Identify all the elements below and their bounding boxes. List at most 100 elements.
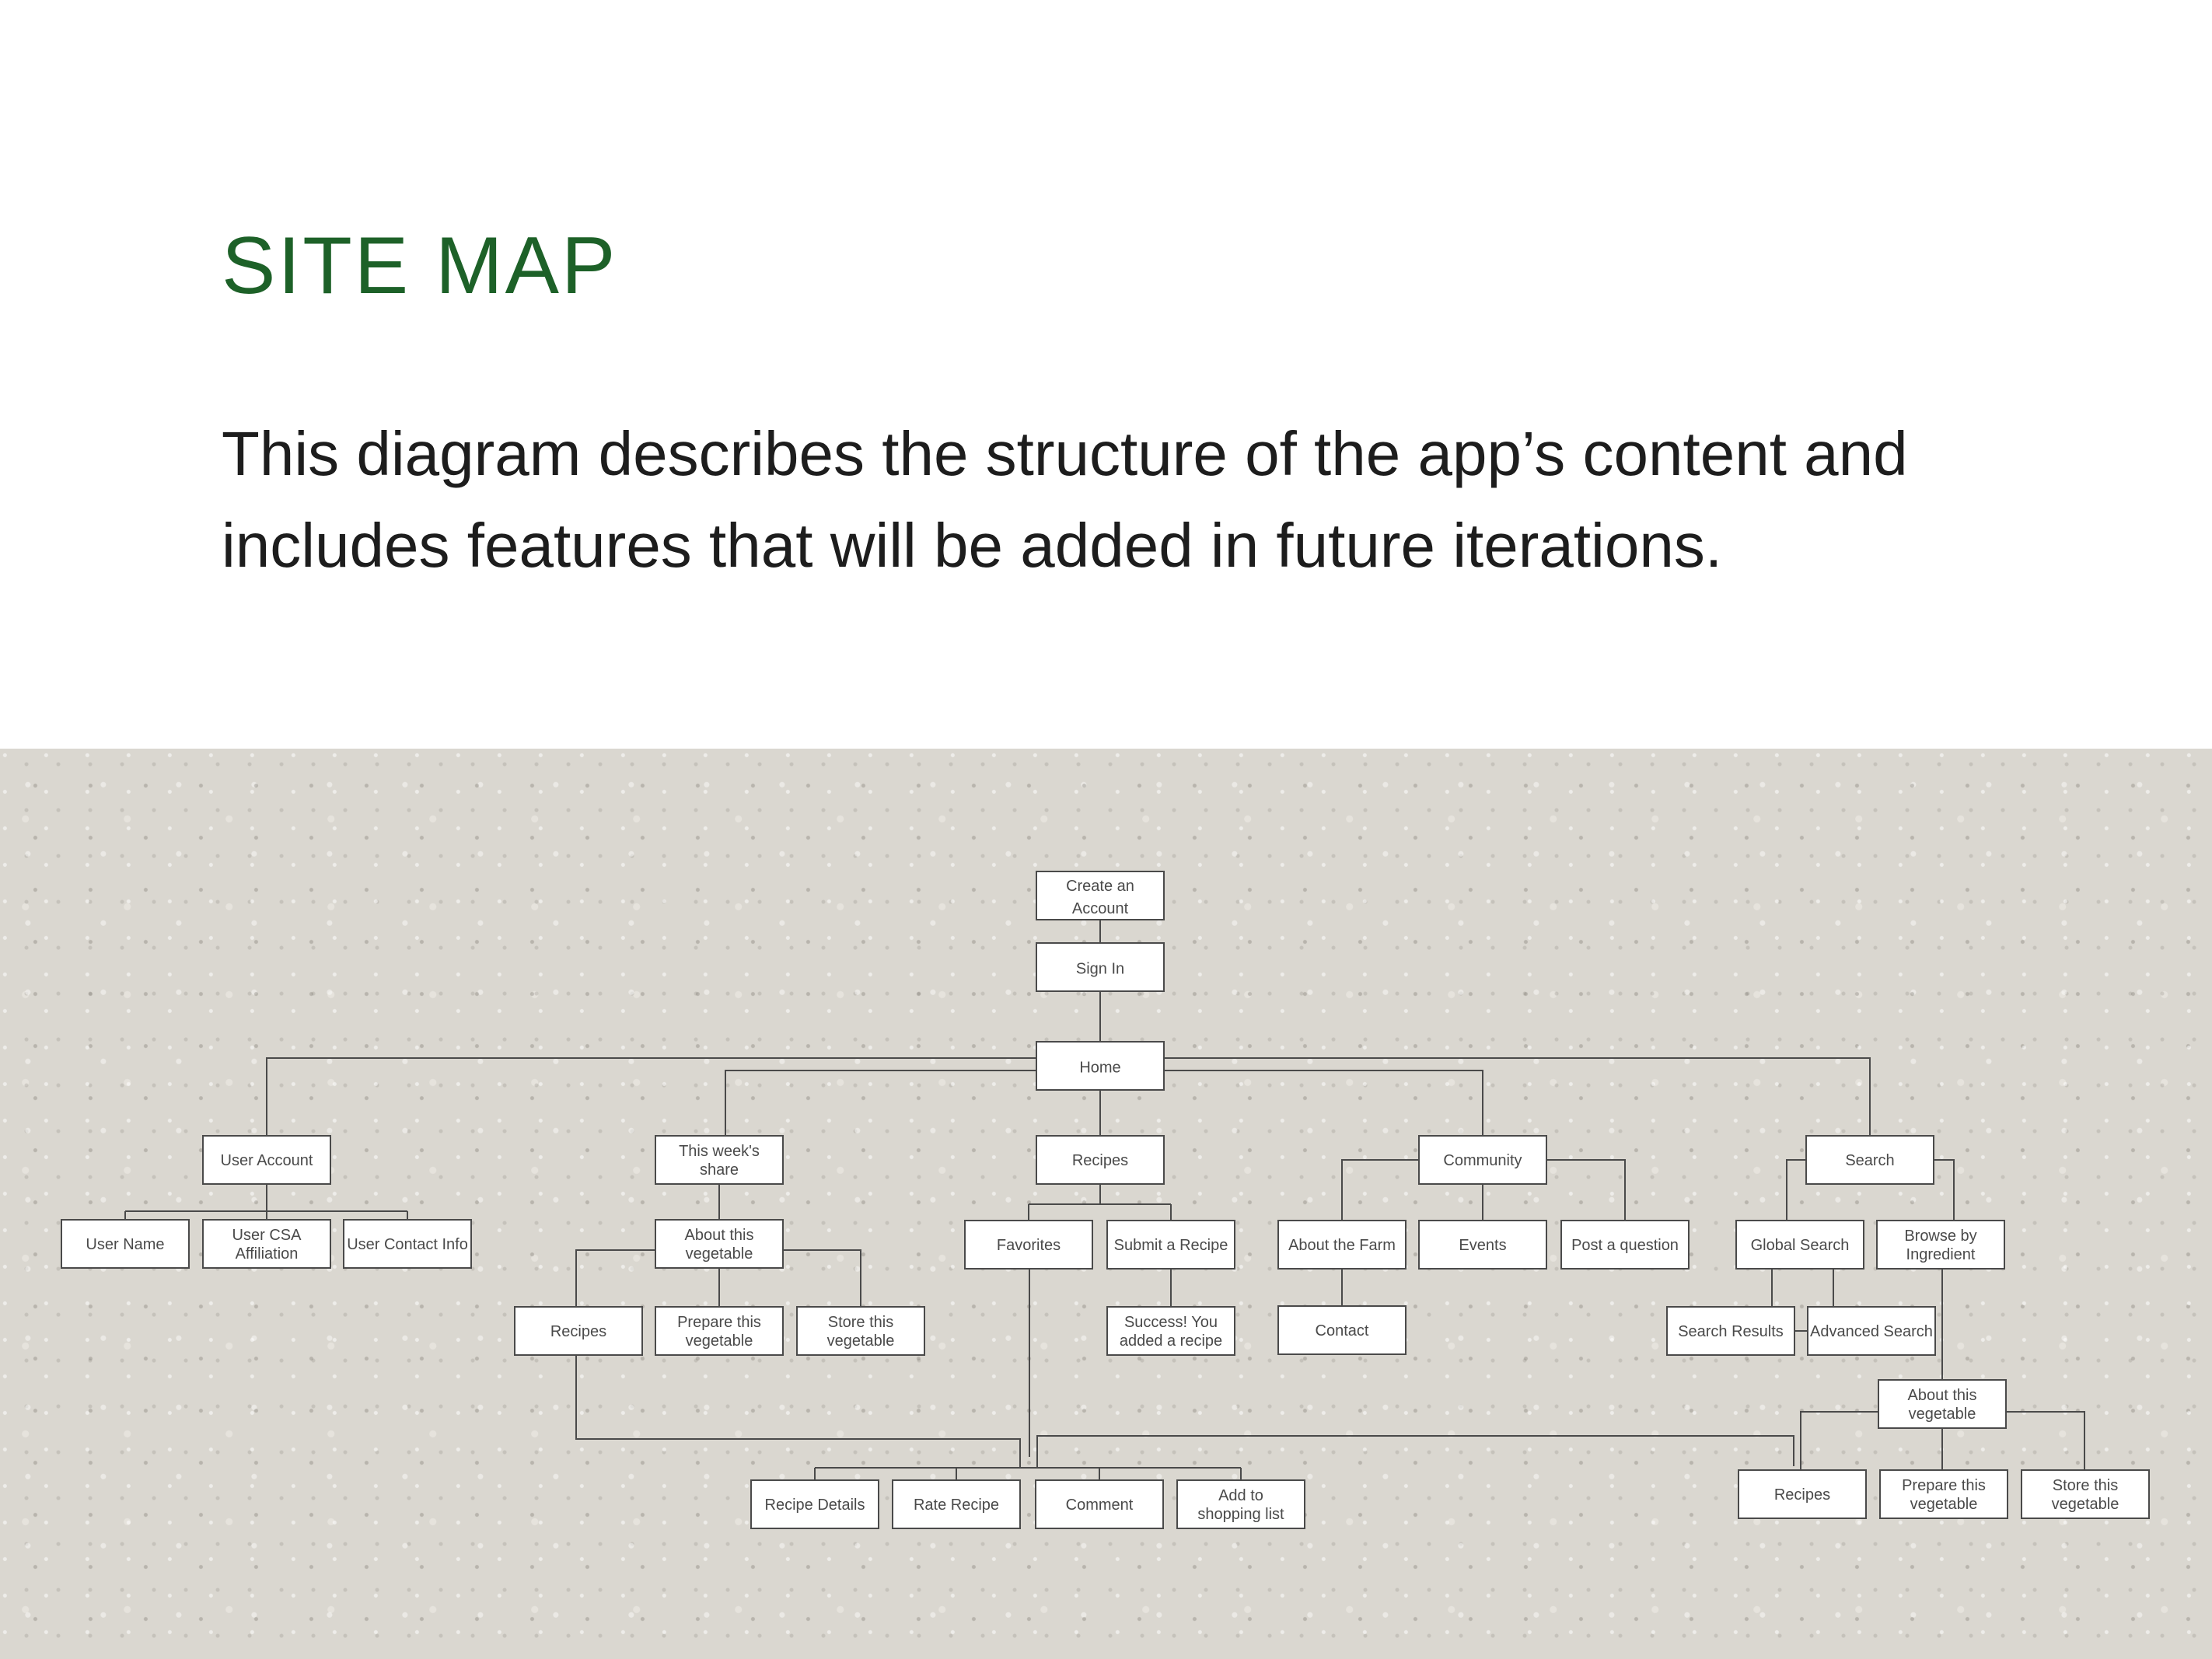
sitemap-node-about-farm: About the Farm [1277, 1220, 1407, 1270]
sitemap-node-recipe-details: Recipe Details [750, 1479, 879, 1529]
sitemap-node-label: Recipe Details [765, 1497, 865, 1514]
sitemap-node-box [892, 1479, 1021, 1529]
sitemap-node-box [202, 1135, 331, 1185]
sitemap-node-box [1035, 1479, 1164, 1529]
sitemap-node-box [1277, 1220, 1407, 1270]
sitemap-node-label: About the Farm [1288, 1237, 1396, 1254]
sitemap-node-label: Global Search [1751, 1237, 1850, 1254]
sitemap-node-label: Advanced Search [1810, 1323, 1933, 1340]
sitemap-node-user-contact-info: User Contact Info [343, 1219, 472, 1269]
sitemap-node-label: User Name [86, 1236, 164, 1253]
sitemap-node-label: Favorites [997, 1237, 1061, 1254]
sitemap-node-community: Community [1418, 1135, 1547, 1185]
connector-line [1786, 1159, 1806, 1221]
sitemap-node-label: Submit a Recipe [1114, 1237, 1228, 1254]
sitemap-node-label: Recipes [1774, 1486, 1830, 1504]
sitemap-node-box [1879, 1469, 2008, 1519]
sitemap-node-box [514, 1306, 643, 1356]
sitemap-node-user-name: User Name [61, 1219, 190, 1269]
sitemap-node-recipes-share: Recipes [514, 1306, 643, 1356]
sitemap-node-recipes-browse: Recipes [1738, 1469, 1867, 1519]
sitemap-node-user-account: User Account [202, 1135, 331, 1185]
sitemap-node-label: Comment [1066, 1497, 1134, 1514]
sitemap-node-box [1418, 1220, 1547, 1270]
connector-line [266, 1057, 1036, 1136]
sitemap-node-label: Rate Recipe [914, 1497, 999, 1514]
sitemap-node-box [1876, 1220, 2005, 1270]
connector-line [725, 1070, 1036, 1136]
connector-line [2006, 1411, 2085, 1470]
sitemap-node-box [1738, 1469, 1867, 1519]
sitemap-node-box [1805, 1135, 1934, 1185]
connector-line [1341, 1159, 1419, 1221]
connector-line [1164, 1057, 1871, 1136]
sitemap-node-box [655, 1219, 784, 1269]
sitemap-node-box [1418, 1135, 1547, 1185]
connector-line [1164, 1070, 1483, 1136]
sitemap-node-label: Events [1459, 1237, 1506, 1254]
sitemap-node-label: Contact [1316, 1322, 1369, 1339]
sitemap-node-sign-in: Sign In [1036, 942, 1165, 992]
sitemap-node-box [1560, 1220, 1690, 1270]
sitemap-node-box [1176, 1479, 1305, 1529]
sitemap-node-box [1878, 1379, 2007, 1429]
sitemap-node-box [2021, 1469, 2150, 1519]
sitemap-node-label: User Account [221, 1152, 313, 1169]
sitemap-node-comment: Comment [1035, 1479, 1164, 1529]
sitemap-node-box [1036, 942, 1165, 992]
sitemap-node-label: Home [1079, 1059, 1120, 1076]
sitemap-node-box [61, 1219, 190, 1269]
sitemap-node-home: Home [1036, 1041, 1165, 1091]
sitemap-node-submit-recipe: Submit a Recipe [1106, 1220, 1235, 1270]
slide-description: This diagram describes the structure of … [222, 419, 1908, 580]
sitemap-node-label: Recipes [1072, 1152, 1128, 1169]
sitemap-node-rate-recipe: Rate Recipe [892, 1479, 1021, 1529]
sitemap-node-recipes: Recipes [1036, 1135, 1165, 1185]
sitemap-node-post-question: Post a question [1560, 1220, 1690, 1270]
sitemap-node-search: Search [1805, 1135, 1934, 1185]
connector-line [1934, 1159, 1955, 1221]
sitemap-node-advanced-search: Advanced Search [1807, 1306, 1936, 1356]
sitemap-node-box [1807, 1306, 1936, 1356]
sitemap-node-contact: Contact [1277, 1305, 1407, 1355]
sitemap-node-label: Search [1845, 1152, 1894, 1169]
sitemap-node-box [1036, 1135, 1165, 1185]
sitemap-node-events: Events [1418, 1220, 1547, 1270]
sitemap-node-box [1277, 1305, 1407, 1355]
connector-line [1800, 1411, 1878, 1470]
sitemap-node-label: Community [1443, 1152, 1522, 1169]
sitemap-node-box [1735, 1220, 1864, 1270]
sitemap-node-label: Sign In [1076, 960, 1124, 977]
sitemap-node-label: Search Results [1678, 1323, 1784, 1340]
sitemap-node-box [1036, 1041, 1165, 1091]
sitemap-node-label: User Contact Info [347, 1236, 468, 1253]
sitemap-node-search-results: Search Results [1666, 1306, 1795, 1356]
sitemap-node-global-search: Global Search [1735, 1220, 1864, 1270]
sitemap-node-favorites: Favorites [964, 1220, 1093, 1270]
connector-line [575, 1249, 655, 1307]
sitemap-node-box [750, 1479, 879, 1529]
sitemap-node-box [1666, 1306, 1795, 1356]
sitemap-node-box [655, 1306, 784, 1356]
